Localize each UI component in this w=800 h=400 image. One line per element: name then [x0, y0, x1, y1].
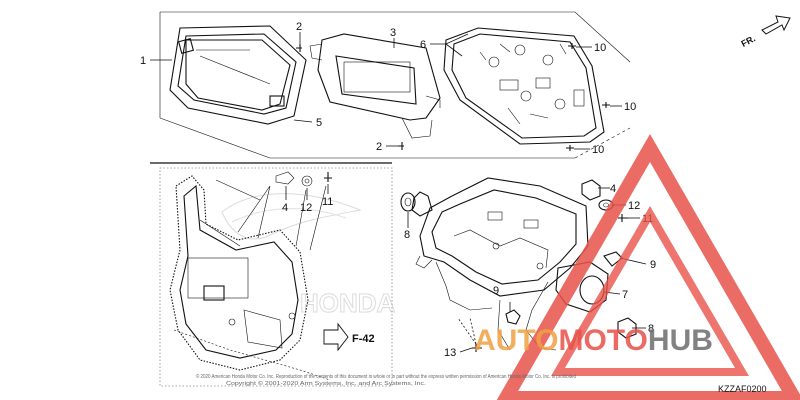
callout-9-right: 9 — [650, 259, 656, 271]
callout-11-left: 11 — [322, 196, 333, 208]
callout-5: 5 — [316, 117, 322, 129]
reference-label: F-42 — [352, 333, 375, 345]
watermark-hub: HUB — [648, 324, 713, 357]
meter-display-unit — [309, 33, 441, 139]
reference-f42: F-42 — [323, 322, 375, 352]
watermark-triangle-inner — [551, 206, 749, 376]
callout-8-left: 8 — [404, 229, 410, 241]
meter-case-part — [443, 27, 605, 145]
callout-9-lower: 9 — [493, 285, 499, 297]
watermark-triangle-outer — [496, 133, 800, 400]
reference-view-region — [159, 167, 393, 387]
screw-markers — [296, 43, 610, 151]
callout-6: 6 — [420, 39, 426, 51]
callout-12-right: 12 — [628, 200, 640, 212]
callout-2-top: 2 — [296, 21, 302, 33]
grommet-parts — [400, 179, 637, 352]
lower-leader-lines — [407, 187, 647, 353]
callout-4-left: 4 — [282, 202, 288, 214]
callout-13: 13 — [444, 347, 456, 359]
front-arrow-icon — [761, 15, 791, 35]
upper-leader-lines — [150, 32, 622, 150]
meter-visor-part — [169, 25, 307, 125]
watermark-auto: AUTO — [474, 324, 558, 357]
callout-1: 1 — [140, 55, 146, 67]
callout-7: 7 — [622, 289, 628, 301]
reference-arrow-icon — [323, 322, 349, 352]
callout-10-top: 10 — [594, 42, 606, 54]
callout-12-left: 12 — [300, 202, 312, 214]
callout-10-bottom: 10 — [592, 144, 604, 156]
honda-wing-watermark: HONDA — [221, 193, 396, 319]
copyright-line-2: Copyright © 2001-2020 Arm Systems, Inc. … — [226, 380, 426, 387]
watermark-moto: MOTO — [558, 324, 647, 357]
copyright-line-1: © 2020 American Honda Motor Co. Inc. Rep… — [196, 373, 576, 380]
front-direction-indicator: FR. — [740, 15, 791, 49]
svg-text:AUTOMOTOHUB: AUTOMOTOHUB — [474, 324, 713, 357]
callout-8-right: 8 — [648, 323, 654, 335]
callout-2-bottom: 2 — [376, 141, 382, 153]
diagram-code: KZZAF0200 — [718, 384, 767, 394]
front-direction-label: FR. — [740, 33, 757, 49]
callout-4-right: 4 — [610, 183, 616, 195]
automotohub-watermark: AUTOMOTOHUB — [474, 133, 800, 400]
upper-assembly-frame — [159, 11, 631, 159]
callout-10-mid: 10 — [624, 101, 636, 113]
honda-watermark-text: HONDA — [300, 288, 396, 318]
callout-3: 3 — [390, 27, 396, 39]
